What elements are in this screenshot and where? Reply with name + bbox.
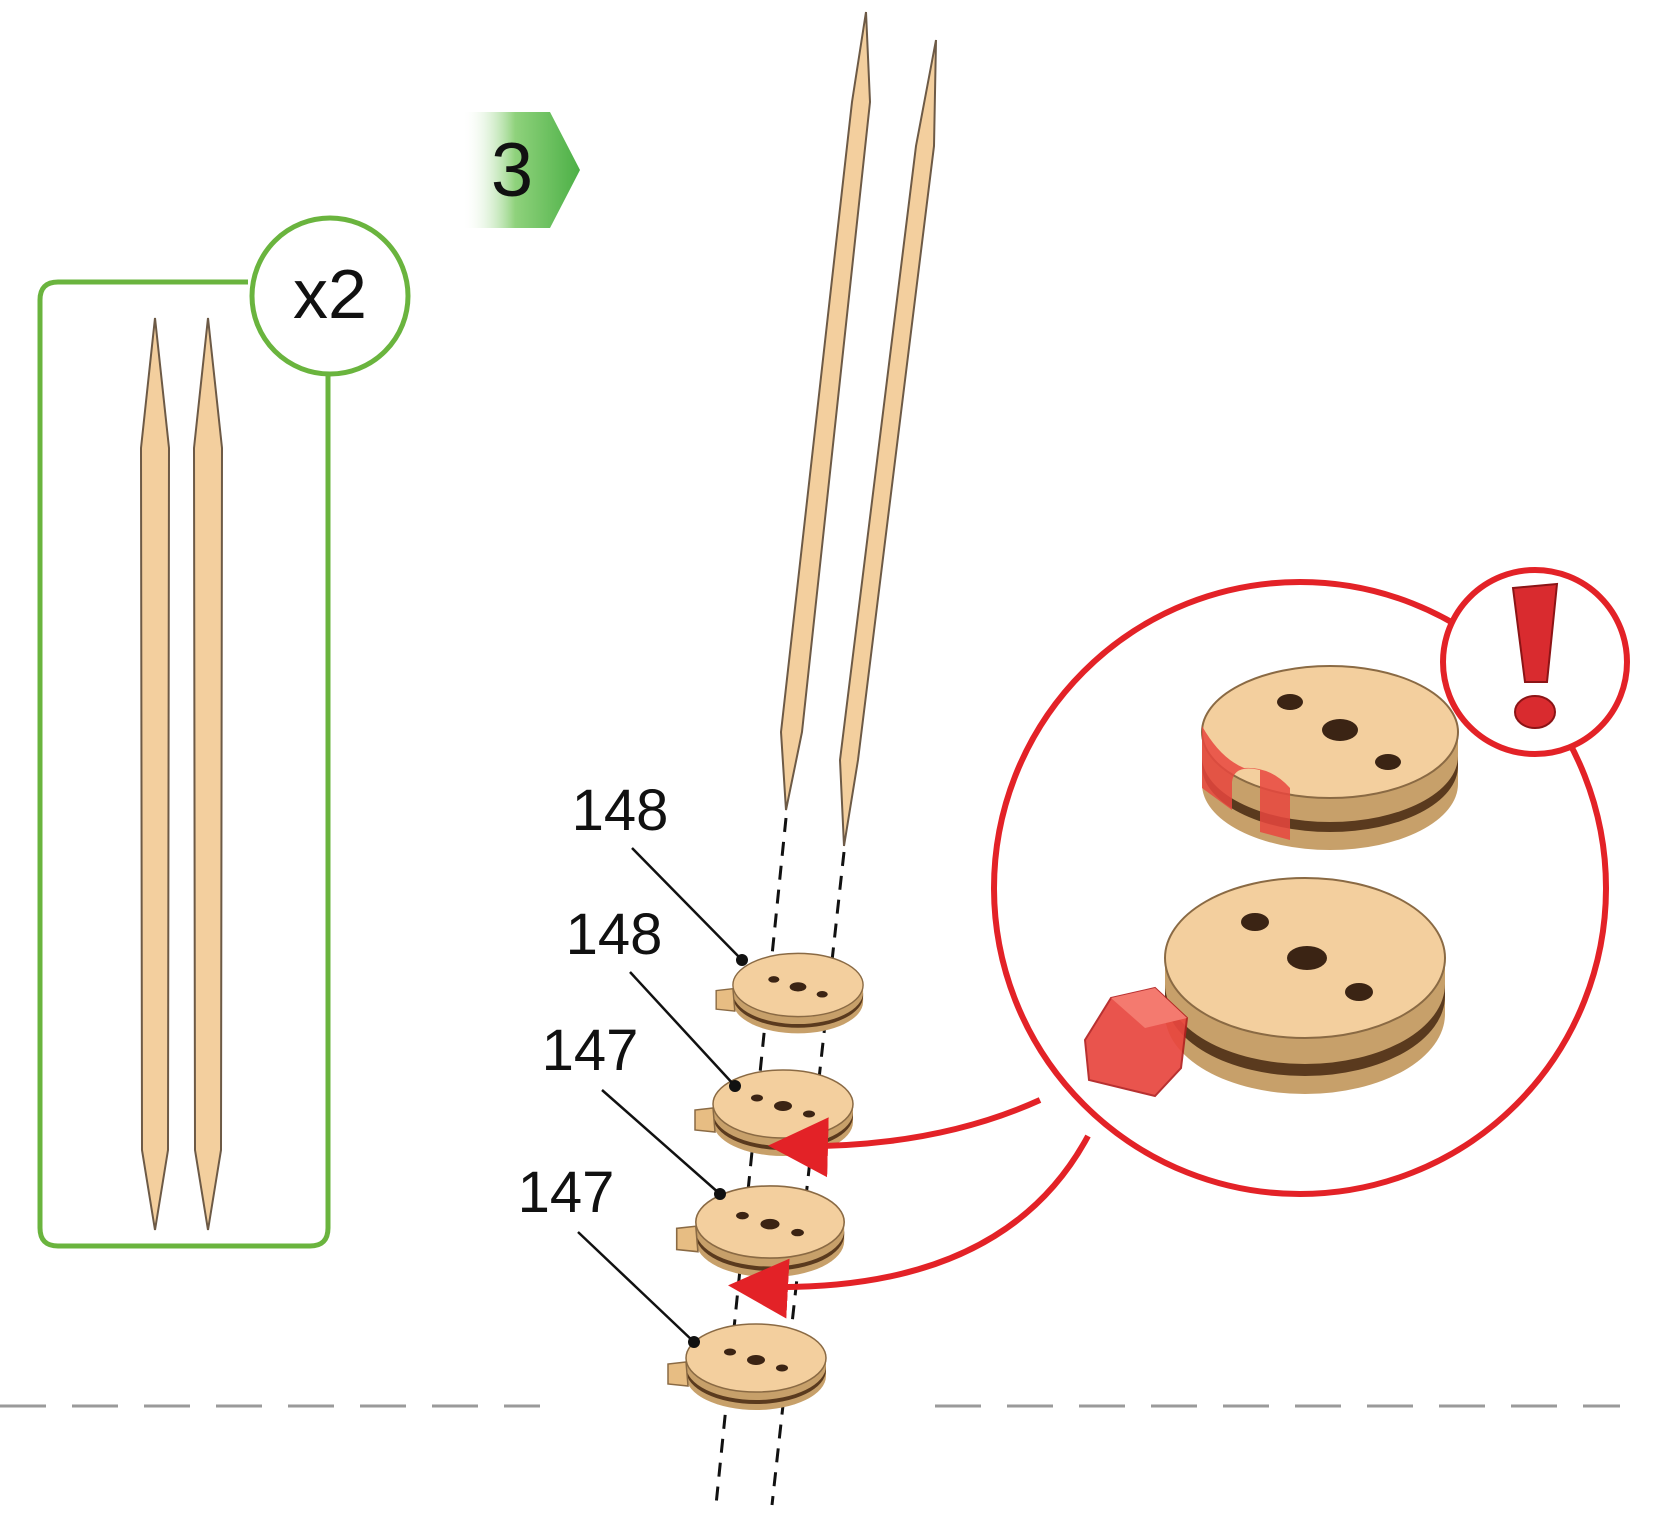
- skewer-icon: [192, 317, 224, 1231]
- quantity-label: x2: [293, 255, 367, 333]
- part-label: 147: [542, 1018, 639, 1083]
- quantity-circle: [249, 215, 411, 377]
- leader-dot: [729, 1080, 741, 1092]
- exclamation-icon: [1511, 582, 1559, 729]
- detail-callout: [728, 567, 1630, 1319]
- step-number: 3: [491, 128, 533, 213]
- disc-148-top: [715, 952, 864, 1035]
- callout-arrow: [728, 1134, 1091, 1319]
- part-label: 147: [518, 1160, 615, 1225]
- part-label: 148: [572, 778, 669, 843]
- detail-disc-tab: [1083, 877, 1446, 1098]
- detail-disc-notch: [1201, 665, 1459, 850]
- part-label: 148: [566, 902, 663, 967]
- leader-dot: [736, 954, 748, 966]
- skewer-icon: [838, 39, 937, 847]
- step-badge: 3: [462, 112, 580, 228]
- leader-lines: [577, 847, 743, 1343]
- callout-arrow: [768, 1097, 1042, 1178]
- leader-dot: [714, 1188, 726, 1200]
- skewer-icon: [779, 11, 872, 811]
- assembly-skewers: [779, 11, 937, 847]
- skewer-icon: [139, 317, 171, 1231]
- parts-box: x2: [37, 215, 411, 1249]
- leader-dot: [688, 1336, 700, 1348]
- disc-147-top: [675, 1185, 845, 1278]
